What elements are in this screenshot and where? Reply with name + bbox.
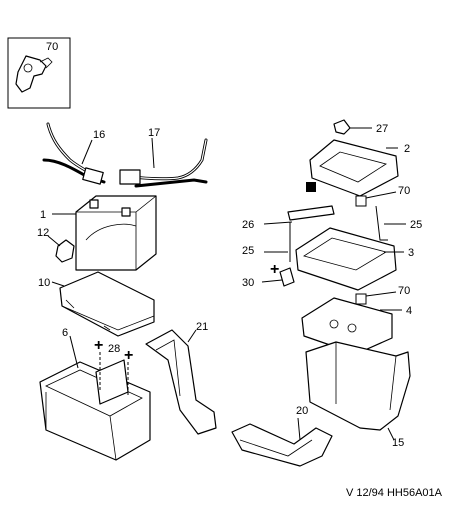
cable-harness-16: 16 [42, 122, 106, 185]
callout-26: 26 [242, 219, 254, 231]
callout-3: 3 [408, 247, 414, 259]
clamp-27: 27 [333, 119, 388, 135]
callout-2: 2 [404, 143, 410, 155]
white-square-marker-1 [355, 195, 367, 207]
callout-1: 1 [40, 209, 46, 221]
mid-bracket-3: 3 [295, 227, 414, 291]
callout-70-inset: 70 [46, 41, 58, 53]
battery-shield-15: 15 [305, 341, 411, 449]
upper-bracket-2: 2 [309, 139, 410, 197]
battery-1: 1 [40, 195, 157, 271]
clip-12: 12 [37, 227, 75, 263]
callout-15: 15 [392, 437, 404, 449]
callout-30: 30 [242, 277, 254, 289]
black-square-marker [306, 182, 316, 192]
battery-cover-10: 10 [38, 271, 155, 337]
callout-10: 10 [38, 277, 50, 289]
callout-70-b: 70 [398, 285, 410, 297]
threaded-rod-25-right: 25 [375, 205, 422, 241]
threaded-rod-26: 26 [242, 205, 335, 231]
reference-code: V 12/94 HH56A01A [346, 487, 443, 499]
battery-tray-6: 6 28 + + [39, 327, 151, 461]
threaded-rod-25-left: 25 [242, 222, 291, 262]
callout-4: 4 [406, 305, 412, 317]
air-duct-21: 21 [145, 321, 217, 435]
callout-17: 17 [148, 127, 160, 139]
callout-21: 21 [196, 321, 208, 333]
air-duct-20: 20 [231, 405, 333, 467]
callout-6: 6 [62, 327, 68, 339]
plus-terminal-symbol-right: + [124, 347, 133, 364]
terminal-30: + 30 [242, 261, 295, 289]
callout-20: 20 [296, 405, 308, 417]
plus-terminal-symbol-30: + [270, 261, 279, 278]
cable-harness-17: 17 [119, 127, 208, 188]
callout-70-a: 70 [398, 185, 410, 197]
callout-16: 16 [93, 129, 105, 141]
plus-terminal-symbol-left: + [94, 337, 103, 354]
white-square-marker-2 [355, 293, 367, 305]
lower-bracket-4: 4 [301, 297, 412, 355]
callout-25-left: 25 [242, 245, 254, 257]
callout-27: 27 [376, 123, 388, 135]
inset-clip-70: 70 [7, 37, 71, 109]
callout-28: 28 [108, 343, 120, 355]
callout-25-right: 25 [410, 219, 422, 231]
callout-12: 12 [37, 227, 49, 239]
